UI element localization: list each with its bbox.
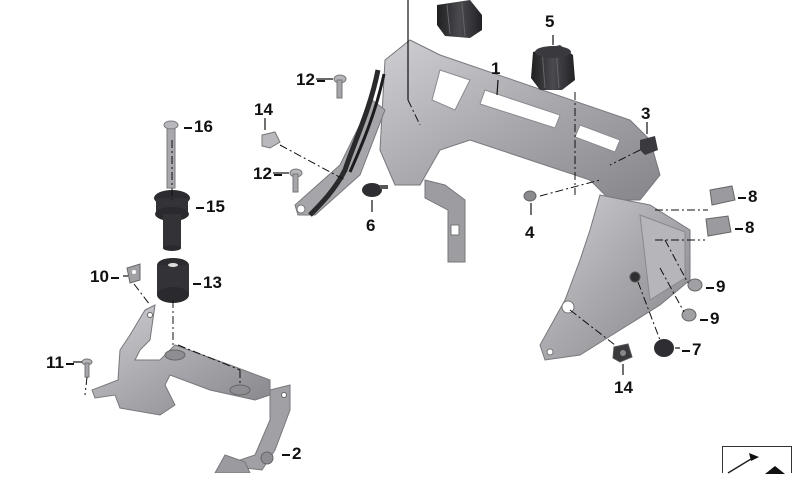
callout-2[interactable]: 2 — [280, 445, 301, 462]
callout-8-lower[interactable]: 8 — [733, 219, 754, 236]
callout-6[interactable]: 6 — [366, 216, 376, 235]
bushing-part-14-lower[interactable] — [612, 343, 633, 363]
callout-4[interactable]: 4 — [525, 223, 535, 242]
callout-16[interactable]: 16 — [182, 118, 213, 135]
screw-part-4[interactable] — [523, 190, 537, 202]
bolt-part-12-lower[interactable] — [289, 168, 303, 193]
callout-12-upper[interactable]: 12 — [296, 71, 327, 88]
clip-part-10[interactable] — [126, 263, 141, 284]
callout-3[interactable]: 3 — [641, 104, 651, 123]
clip-nut-part-8-upper[interactable] — [709, 185, 736, 206]
callout-1[interactable]: 1 — [491, 59, 501, 78]
nut-part-7[interactable] — [654, 339, 674, 357]
main-bracket-part-1[interactable] — [294, 39, 661, 263]
bolt-part-12-upper[interactable] — [333, 74, 347, 99]
callout-14-lower[interactable]: 14 — [614, 378, 633, 397]
callout-8-upper[interactable]: 8 — [736, 188, 757, 205]
rubber-damper-top[interactable] — [437, 0, 482, 38]
rubber-grommet-part-15[interactable] — [154, 190, 190, 251]
screw-part-6[interactable] — [362, 183, 388, 197]
callout-10[interactable]: 10 — [90, 268, 121, 285]
rubber-grommet-part-13[interactable] — [157, 258, 189, 303]
callout-15[interactable]: 15 — [194, 198, 225, 215]
lower-bracket-part-2[interactable] — [91, 304, 291, 473]
long-bolt-part-16[interactable] — [163, 120, 179, 189]
screw-part-11[interactable] — [81, 358, 93, 378]
callout-7[interactable]: 7 — [680, 341, 701, 358]
bushing-part-14-upper[interactable] — [261, 131, 281, 149]
arrow-icon — [727, 453, 785, 474]
callout-14-upper[interactable]: 14 — [254, 100, 273, 119]
dash-dot-lines — [84, 92, 708, 396]
screw-part-9-lower[interactable] — [681, 308, 697, 322]
callout-9-lower[interactable]: 9 — [698, 310, 719, 327]
leader-lines — [73, 0, 680, 375]
callout-13[interactable]: 13 — [191, 274, 222, 291]
screw-part-9-upper[interactable] — [687, 278, 703, 292]
rubber-damper-part-5[interactable] — [531, 45, 575, 90]
clip-nut-part-8-lower[interactable] — [705, 215, 732, 237]
callout-12-lower[interactable]: 12 — [253, 165, 284, 182]
right-lower-bracket[interactable] — [539, 194, 691, 361]
callout-9-upper[interactable]: 9 — [704, 278, 725, 295]
callout-11[interactable]: 11 — [46, 354, 76, 371]
diagram-navigation-arrow-icon[interactable] — [722, 446, 792, 474]
nut-part-3[interactable] — [640, 136, 658, 155]
callout-5[interactable]: 5 — [545, 12, 555, 31]
